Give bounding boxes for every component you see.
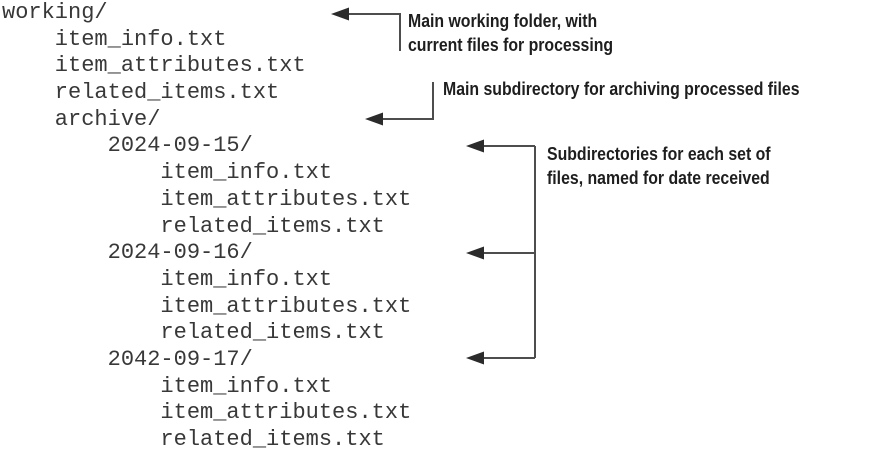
tree-entry-related_items.txt: related_items.txt — [2, 80, 280, 106]
tree-entry-working: working/ — [2, 0, 108, 25]
annotation-date-subdirectories: Subdirectories for each set of files, na… — [547, 142, 771, 190]
annotation-archive: Main subdirectory for archiving processe… — [443, 79, 800, 99]
tree-entry-item_info.txt: item_info.txt — [2, 26, 227, 52]
tree-entry-archive: archive/ — [2, 106, 161, 132]
tree-entry-item_attributes.txt: item_attributes.txt — [2, 186, 412, 212]
tree-entry-2042-09-17: 2042-09-17/ — [2, 346, 253, 372]
tree-entry-item_attributes.txt: item_attributes.txt — [2, 53, 306, 79]
arrow-date-subdirectories — [466, 139, 536, 365]
annotation-working-folder-line1: Main working folder, with — [408, 11, 598, 31]
tree-entry-2024-09-15: 2024-09-15/ — [2, 133, 253, 159]
tree-entry-item_attributes.txt: item_attributes.txt — [2, 400, 412, 426]
annotation-date-subdirectories-line2: files, named for date received — [547, 168, 770, 188]
tree-entry-item_info.txt: item_info.txt — [2, 373, 333, 399]
tree-entry-2024-09-16: 2024-09-16/ — [2, 240, 253, 266]
annotation-working-folder-line2: current files for processing — [408, 35, 614, 55]
tree-entry-related_items.txt: related_items.txt — [2, 427, 385, 452]
tree-entry-item_attributes.txt: item_attributes.txt — [2, 293, 412, 319]
tree-entry-related_items.txt: related_items.txt — [2, 320, 385, 346]
annotation-date-subdirectories-line1: Subdirectories for each set of — [547, 144, 771, 164]
annotation-working-folder: Main working folder, with current files … — [408, 9, 613, 57]
tree-entry-item_info.txt: item_info.txt — [2, 160, 333, 186]
directory-tree: working/ item_info.txt item_attributes.t… — [2, 0, 411, 454]
tree-entry-item_info.txt: item_info.txt — [2, 266, 333, 292]
tree-entry-related_items.txt: related_items.txt — [2, 213, 385, 239]
